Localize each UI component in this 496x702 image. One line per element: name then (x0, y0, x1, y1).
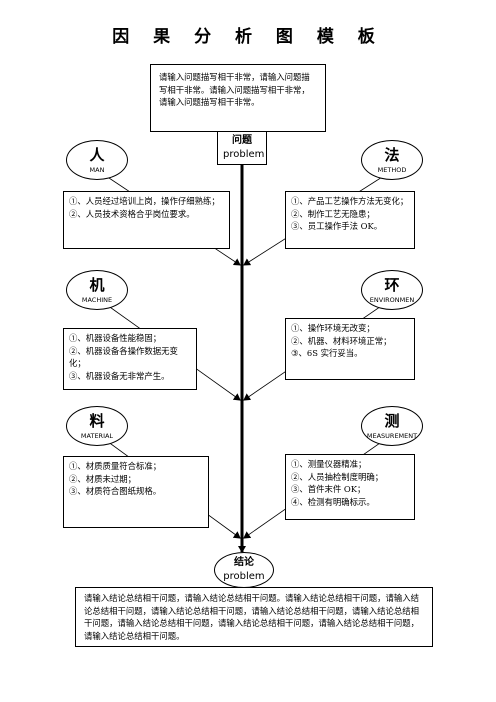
category-material-zh: 料 (89, 412, 105, 430)
category-machine-en: MACHINE (81, 296, 113, 304)
category-measurement-en: MEASUREMENT (366, 432, 418, 440)
measurement-item: ④、检测有明确标示。 (291, 496, 375, 507)
material-item: ①、材质质量符合标准； (69, 461, 162, 471)
category-man-zh: 人 (89, 146, 105, 164)
category-material-box: ①、材质质量符合标准； ②、材质未过期； ③、材质符合图纸规格。 (63, 456, 209, 528)
machine-item: ③、机器设备无非常产生。 (69, 370, 170, 381)
category-environment-node: 环 ENVIRONMEN (361, 270, 423, 310)
material-item: ③、材质符合图纸规格。 (69, 486, 162, 497)
category-environment-box: ①、操作环境无改变； ②、机器、材料环境正常； ③、6S 实行妥当。 (285, 318, 415, 380)
conclusion-label-zh: 结论 (234, 557, 254, 568)
category-machine-node: 机 MACHINE (66, 270, 128, 310)
environment-item: ①、操作环境无改变； (291, 323, 375, 333)
category-method-box: ①、产品工艺操作方法无变化； ②、制作工艺无隐患； ③、员工操作手法 OK。 (285, 191, 415, 249)
category-material-node: 料 MATERIAL (66, 406, 128, 446)
category-measurement-box: ①、测量仪器精准； ②、人员抽检制度明确； ③、首件末件 OK； ④、检测有明确… (285, 454, 415, 520)
category-environment-en: ENVIRONMEN (369, 296, 415, 304)
category-machine-box: ①、机器设备性能稳固； ②、机器设备各操作数据无变化； ③、机器设备无非常产生。 (63, 328, 197, 390)
category-machine-zh: 机 (89, 276, 105, 294)
category-measurement-node: 测 MEASUREMENT (361, 406, 423, 446)
problem-label-zh: 问题 (232, 135, 252, 146)
category-measurement-zh: 测 (384, 412, 400, 430)
category-method-zh: 法 (384, 146, 400, 164)
category-method-en: METHOD (377, 166, 407, 174)
environment-item: ②、机器、材料环境正常； (291, 335, 392, 346)
environment-item: ③、6S 实行妥当。 (291, 348, 363, 359)
category-man-node: 人 MAN (66, 140, 128, 180)
measurement-item: ①、测量仪器精准； (291, 459, 367, 469)
method-item: ③、员工操作手法 OK。 (291, 221, 383, 232)
conclusion-description: 请输入结论总结相干问题，请输入结论总结相干问题。请输入结论总结相干问题，请输入结… (84, 593, 419, 641)
material-item: ②、材质未过期； (69, 473, 136, 484)
problem-label-en: problem (223, 149, 265, 160)
measurement-item: ②、人员抽检制度明确； (291, 471, 384, 482)
category-environment-zh: 环 (384, 276, 400, 294)
machine-item: ②、机器设备各操作数据无变化； (69, 345, 178, 369)
problem-description-box: 请输入问题描写相干非常，请输入问题描写相干非常。请输入问题描写相干非常，请输入问… (150, 64, 326, 132)
conclusion-node: 结论 problem (214, 552, 274, 588)
measurement-item: ③、首件末件 OK； (291, 484, 366, 495)
page-title: 因 果 分 析 图 模 板 (112, 27, 384, 47)
machine-item: ①、机器设备性能稳固； (69, 333, 162, 343)
man-item: ①、人员经过培训上岗，操作仔细熟练； (69, 196, 220, 206)
conclusion-description-box: 请输入结论总结相干问题，请输入结论总结相干问题。请输入结论总结相干问题，请输入结… (75, 587, 433, 647)
problem-node: 问题 problem (217, 131, 267, 165)
category-man-box: ①、人员经过培训上岗，操作仔细熟练； ②、人员技术资格合乎岗位要求。 (63, 191, 230, 249)
category-material-en: MATERIAL (80, 432, 114, 440)
category-method-node: 法 METHOD (361, 140, 423, 180)
man-item: ②、人员技术资格合乎岗位要求。 (69, 208, 195, 219)
category-man-en: MAN (89, 166, 105, 174)
conclusion-label-en: problem (223, 571, 265, 582)
method-item: ②、制作工艺无隐患； (291, 208, 375, 219)
problem-description: 请输入问题描写相干非常，请输入问题描写相干非常。请输入问题描写相干非常，请输入问… (159, 72, 310, 108)
method-item: ①、产品工艺操作方法无变化； (291, 196, 409, 206)
